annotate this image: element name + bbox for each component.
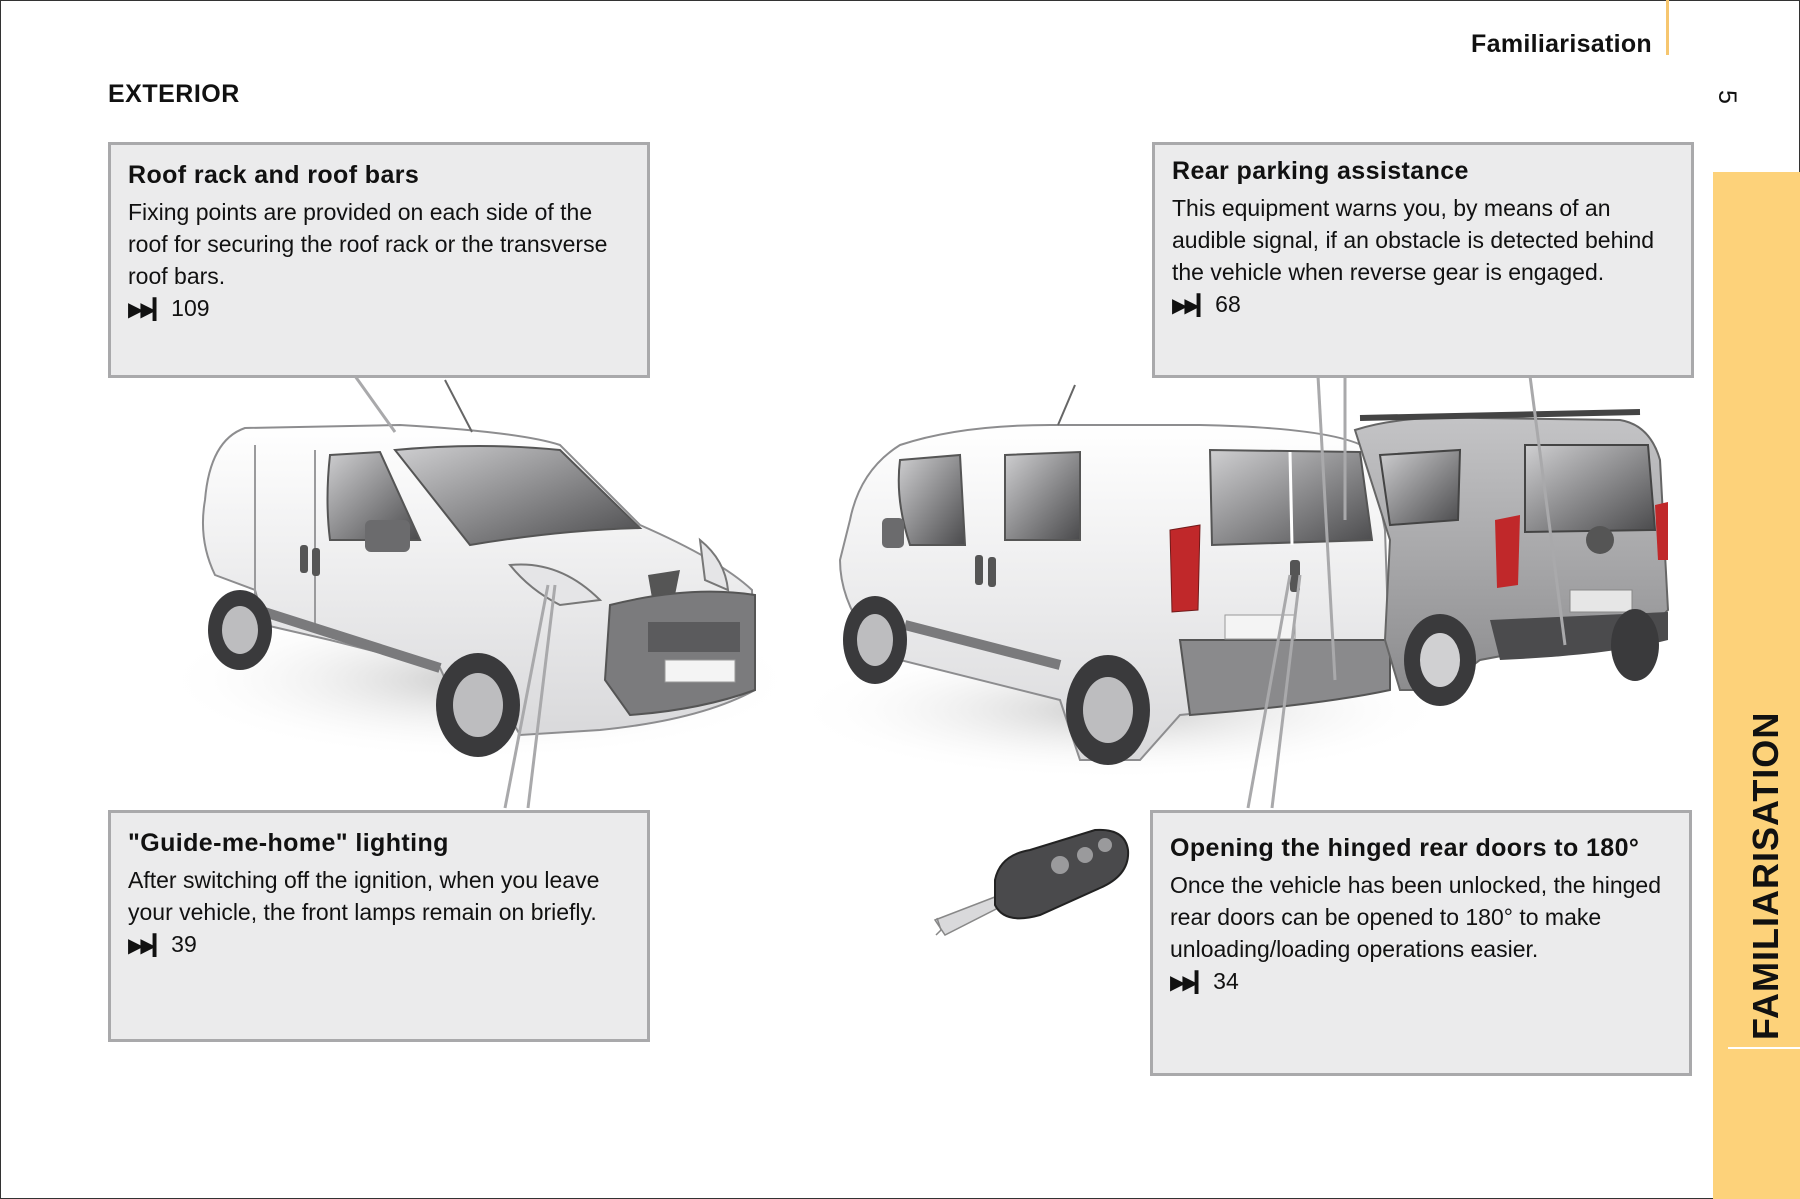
callout-title: Rear parking assistance bbox=[1172, 157, 1469, 185]
page-reference[interactable]: ▶▶▎109 bbox=[128, 292, 630, 326]
skip-forward-icon: ▶▶▎ bbox=[1172, 295, 1212, 317]
page-reference[interactable]: ▶▶▎39 bbox=[128, 928, 630, 962]
callout-title: Opening the hinged rear doors to 180° bbox=[1170, 834, 1640, 862]
header-title: Familiarisation bbox=[1471, 30, 1652, 58]
section-heading: EXTERIOR bbox=[108, 80, 240, 108]
callout-body: After switching off the ignition, when y… bbox=[128, 867, 600, 925]
callout-body: This equipment warns you, by means of an… bbox=[1172, 195, 1655, 285]
page-reference[interactable]: ▶▶▎68 bbox=[1172, 288, 1674, 322]
rear-van-illustration bbox=[790, 384, 1450, 780]
section-tab[interactable] bbox=[1713, 172, 1800, 1199]
page-reference-number: 34 bbox=[1213, 968, 1239, 995]
callout-title: Roof rack and roof bars bbox=[128, 161, 420, 189]
skip-forward-icon: ▶▶▎ bbox=[128, 299, 168, 321]
page-reference[interactable]: ▶▶▎34 bbox=[1170, 965, 1672, 999]
callout-rear-parking: Rear parking assistance This equipment w… bbox=[1152, 142, 1694, 378]
header-rule bbox=[1666, 0, 1669, 55]
callout-roof-rack: Roof rack and roof bars Fixing points ar… bbox=[108, 142, 650, 378]
page-reference-number: 109 bbox=[171, 295, 210, 321]
callout-body: Fixing points are provided on each side … bbox=[128, 199, 608, 289]
callout-body: Once the vehicle has been unlocked, the … bbox=[1170, 872, 1662, 963]
callout-title: "Guide-me-home" lighting bbox=[128, 829, 449, 857]
section-tab-rule bbox=[1728, 1047, 1800, 1049]
skip-forward-icon: ▶▶▎ bbox=[128, 935, 168, 957]
skip-forward-icon: ▶▶▎ bbox=[1170, 972, 1210, 995]
page-reference-number: 68 bbox=[1215, 291, 1241, 317]
key-fob-illustration bbox=[933, 828, 1130, 936]
callout-guide-me-home: "Guide-me-home" lighting After switching… bbox=[108, 810, 650, 1042]
leader-lines bbox=[353, 375, 1567, 809]
silver-van-illustration bbox=[1353, 409, 1670, 706]
front-van-illustration bbox=[160, 379, 800, 760]
callout-rear-doors: Opening the hinged rear doors to 180° On… bbox=[1150, 810, 1692, 1076]
page-reference-number: 39 bbox=[171, 931, 197, 957]
